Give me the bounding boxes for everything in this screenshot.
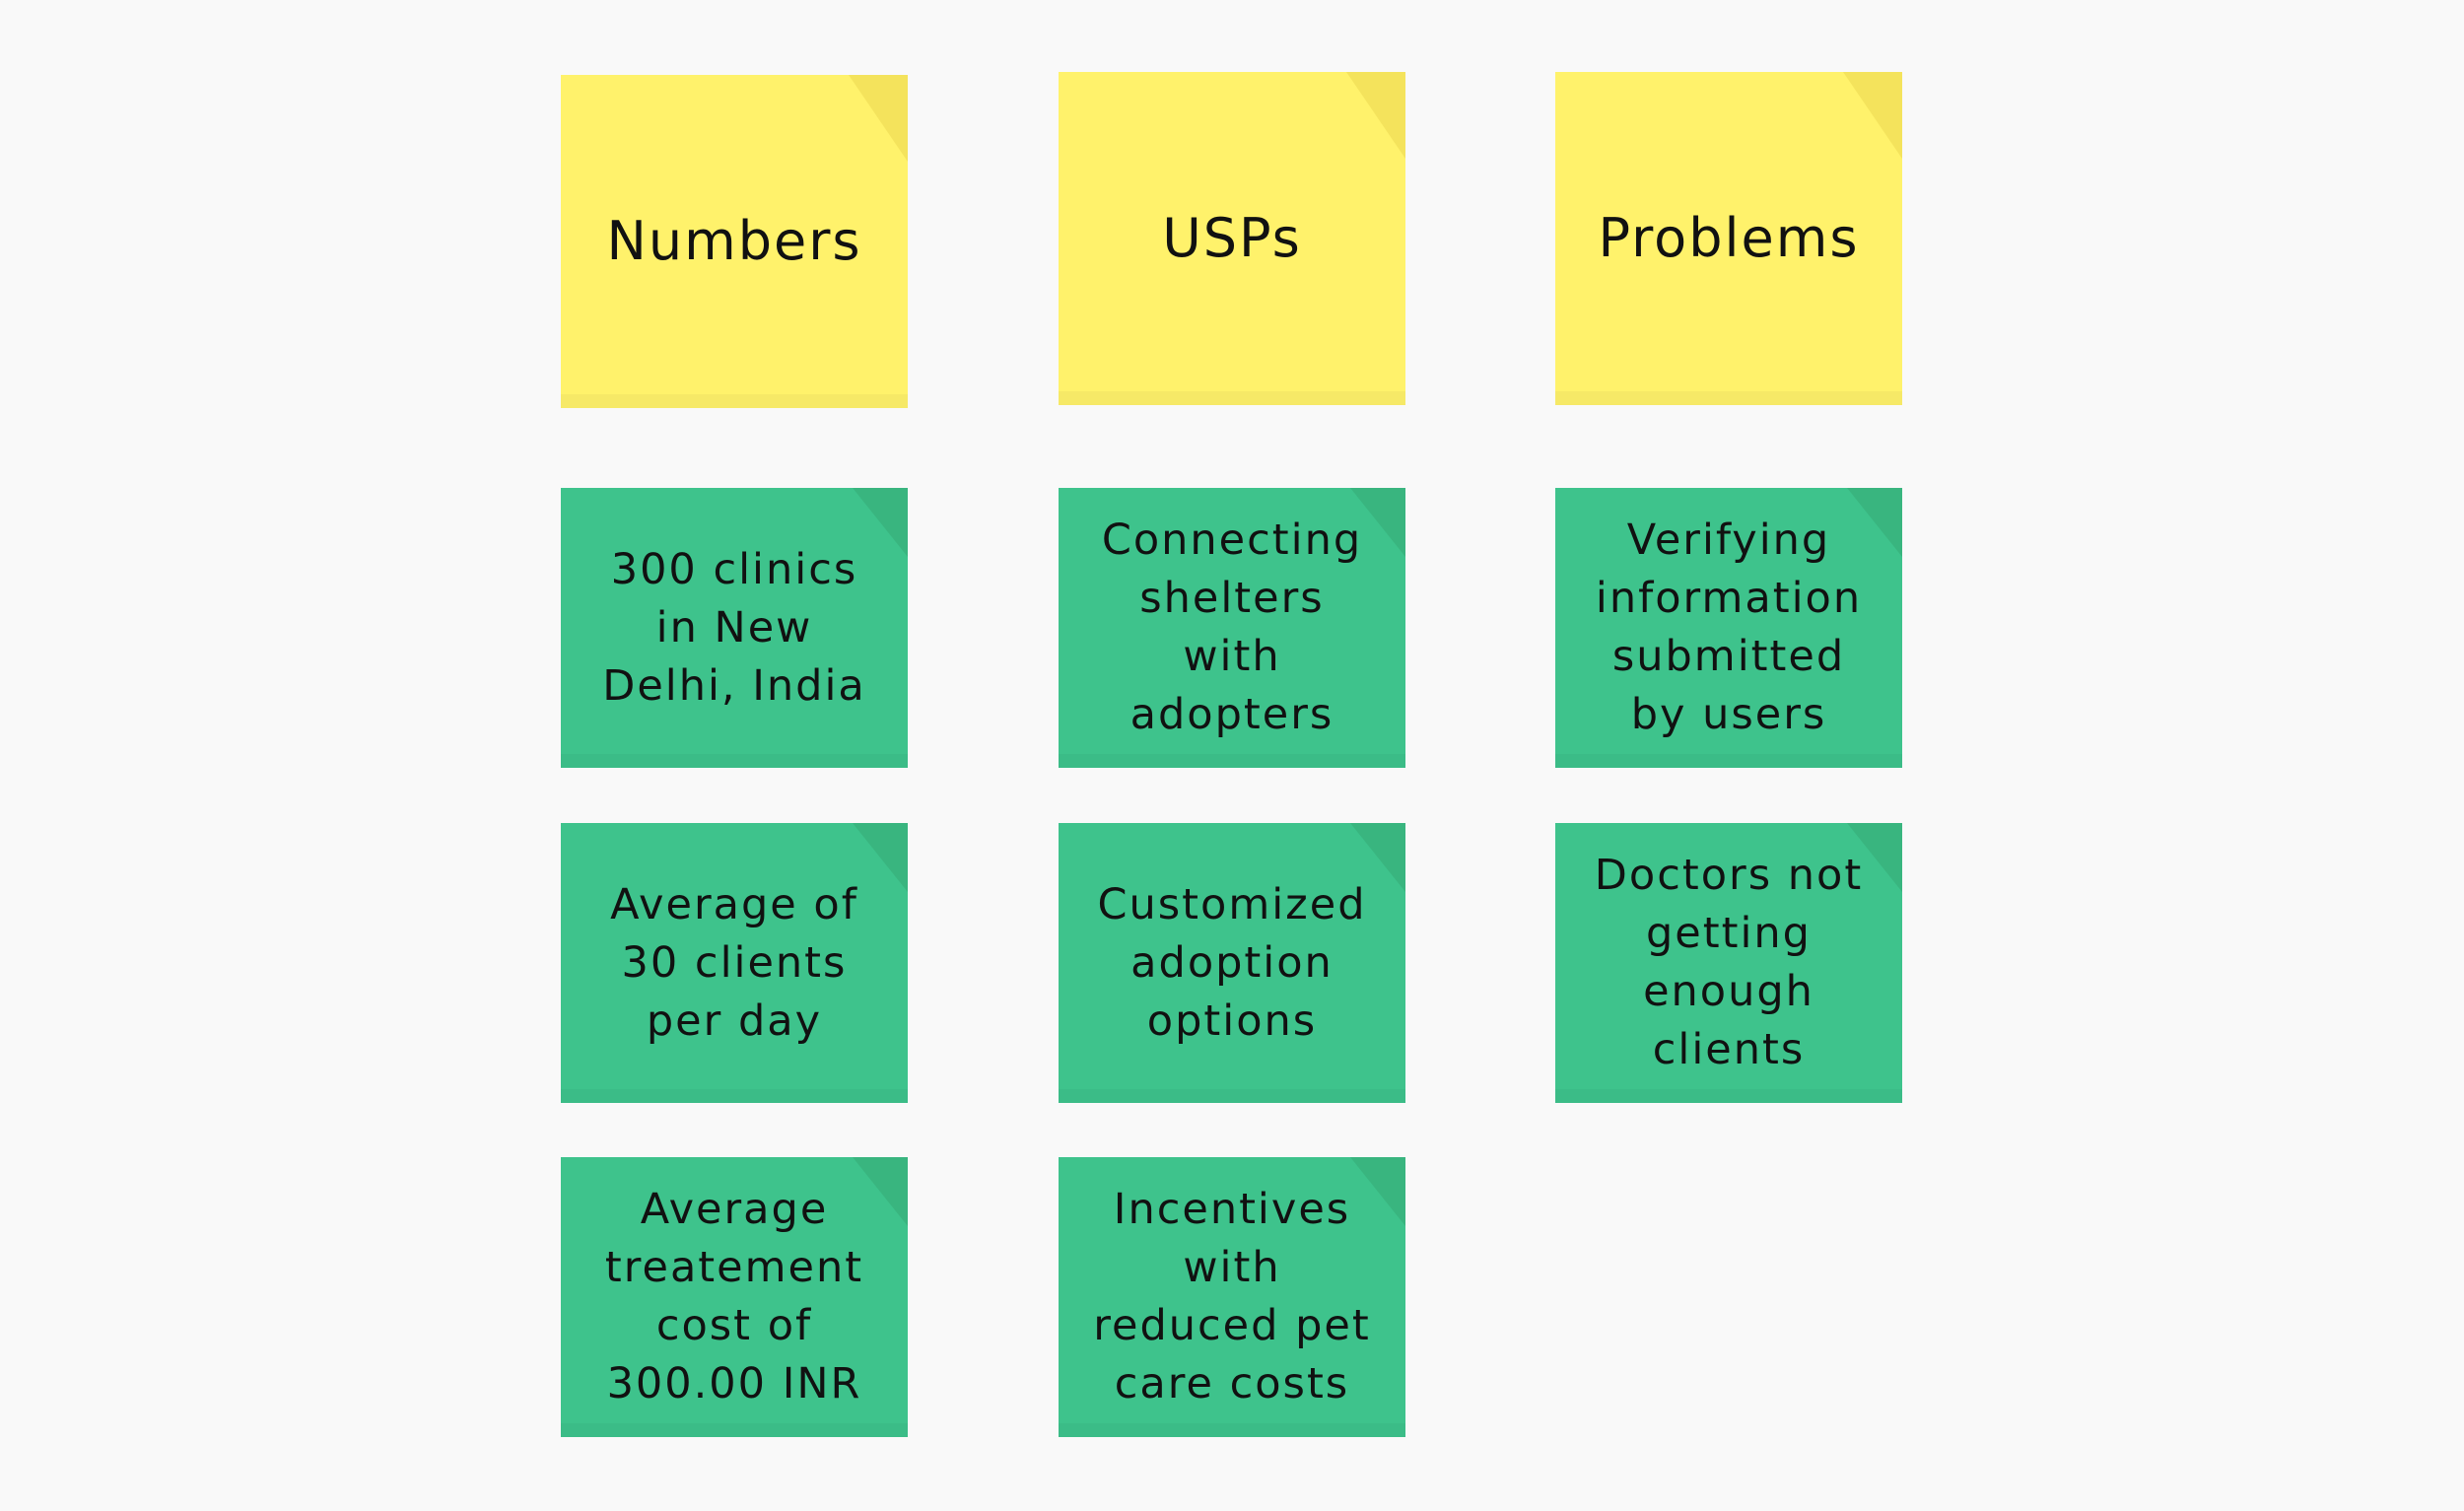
header-note-usps[interactable]: USPs	[1059, 72, 1405, 405]
header-note-label: USPs	[1162, 206, 1302, 269]
note-corner-fold	[1847, 488, 1902, 557]
sticky-note[interactable]: Average treatement cost of 300.00 INR	[561, 1157, 908, 1437]
sticky-note-text: Doctors not getting enough clients	[1594, 851, 1864, 1074]
note-corner-fold	[1847, 823, 1902, 892]
sticky-note[interactable]: Average of 30 clients per day	[561, 823, 908, 1103]
sticky-note[interactable]: Doctors not getting enough clients	[1555, 823, 1902, 1103]
sticky-note-text: 300 clinics in New Delhi, India	[602, 544, 866, 711]
sticky-note-text: Connecting shelters with adopters	[1101, 515, 1363, 739]
sticky-note[interactable]: Verifying information submitted by users	[1555, 488, 1902, 768]
note-corner-fold	[853, 488, 908, 557]
sticky-note-text: Customized adoption options	[1097, 879, 1367, 1046]
sticky-note-text: Verifying information submitted by users	[1595, 515, 1863, 739]
sticky-note[interactable]: Incentives with reduced pet care costs	[1059, 1157, 1405, 1437]
header-note-problems[interactable]: Problems	[1555, 72, 1902, 405]
sticky-note-text: Average treatement cost of 300.00 INR	[604, 1185, 864, 1408]
header-note-label: Problems	[1598, 206, 1860, 269]
sticky-note[interactable]: Customized adoption options	[1059, 823, 1405, 1103]
note-corner-fold	[1350, 1157, 1405, 1226]
note-corner-fold	[1350, 823, 1405, 892]
header-note-label: Numbers	[606, 209, 862, 272]
sticky-note-text: Average of 30 clients per day	[610, 879, 858, 1046]
header-note-numbers[interactable]: Numbers	[561, 75, 908, 408]
sticky-note[interactable]: 300 clinics in New Delhi, India	[561, 488, 908, 768]
note-corner-fold	[853, 823, 908, 892]
note-corner-fold	[1350, 488, 1405, 557]
note-corner-fold	[1843, 72, 1902, 159]
note-corner-fold	[853, 1157, 908, 1226]
note-corner-fold	[1346, 72, 1405, 159]
sticky-note[interactable]: Connecting shelters with adopters	[1059, 488, 1405, 768]
sticky-note-text: Incentives with reduced pet care costs	[1093, 1185, 1371, 1408]
note-corner-fold	[849, 75, 908, 162]
